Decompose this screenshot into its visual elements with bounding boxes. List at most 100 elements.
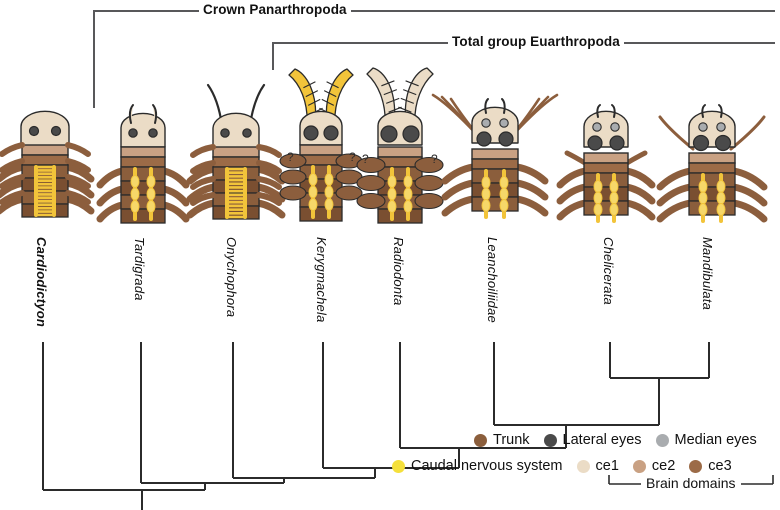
- appendage-seta-2: [307, 98, 321, 106]
- leg-left-3: [96, 201, 126, 223]
- flap-right-2: [414, 192, 444, 210]
- lobopod-left-3: [190, 192, 216, 206]
- legend-swatch-ce3-icon: [689, 459, 703, 473]
- lobopod-left-0: [0, 142, 25, 157]
- nerve-ganglion-right-3: [609, 203, 619, 216]
- lateral-eye-right: [50, 125, 62, 137]
- lobopod-right-3: [256, 192, 282, 206]
- legend-label-median-eyes: Median eyes: [674, 432, 757, 448]
- leg-right-3: [513, 195, 549, 217]
- unknown-appendage-left: ?: [287, 150, 294, 164]
- nerve-ganglion-right-3: [499, 199, 509, 212]
- flap-left-1: [356, 174, 386, 192]
- nerve-ganglion-left-3: [698, 203, 708, 216]
- nerve-ganglion-left-3: [593, 203, 603, 216]
- lobopod-left-2: [0, 174, 25, 189]
- leg-right-2: [160, 185, 190, 207]
- clade-bracket-line-right-crown-panarthropoda: [351, 10, 775, 12]
- leg-left-1: [96, 167, 126, 189]
- nerve-ganglion-left-3: [387, 200, 397, 213]
- trunk-segment-4: [299, 206, 343, 222]
- appendage-seta-2: [321, 98, 335, 106]
- legend-item-caudal-nervous-system: Caudal nervous system: [392, 458, 563, 474]
- lobopod-right-0: [256, 144, 282, 158]
- nerve-ganglion-right-3: [716, 203, 726, 216]
- lobopod-left-0: [190, 144, 216, 158]
- lobopod-left-3: [0, 190, 25, 205]
- lobopod-right-0: [65, 142, 91, 157]
- head: [20, 110, 70, 148]
- cephalic-horn-right: [611, 104, 616, 118]
- legend-item-ce3: ce3: [689, 458, 732, 474]
- legend-swatch-ce2-icon: [632, 459, 646, 473]
- leg-right-3: [730, 199, 768, 223]
- leg-right-1: [63, 163, 95, 183]
- cephalic-horn-left: [701, 104, 706, 118]
- legend-swatch-trunk-icon: [474, 433, 487, 447]
- median-eye-right: [499, 118, 509, 128]
- leg-left-3: [441, 195, 477, 217]
- appendage-spine-2: [400, 97, 414, 104]
- legend-label-caudal-nervous-system: Caudal nervous system: [411, 458, 563, 474]
- leg-right-3: [254, 199, 286, 219]
- appendage-spine-1: [398, 106, 412, 113]
- clade-bracket-tick-total-group-euarthropoda: [272, 42, 274, 70]
- appendage-spine-4: [381, 80, 395, 87]
- leg-right-2: [513, 179, 549, 201]
- leg-left-1: [186, 165, 218, 185]
- clade-bracket-line-left-crown-panarthropoda: [93, 10, 199, 12]
- flap-right-2: [335, 185, 363, 201]
- lateral-eye-left: [28, 125, 40, 137]
- lateral-eye-right: [609, 135, 625, 151]
- head: [120, 112, 166, 148]
- leg-right-3: [623, 199, 656, 221]
- leg-left-2: [656, 183, 694, 207]
- nerve-ganglion-left-3: [308, 198, 318, 211]
- leg-right-2: [63, 179, 95, 199]
- appendage-spine-4: [405, 80, 419, 87]
- appendage-seta-4: [303, 81, 316, 89]
- animal-figure-mandibulata: [655, 104, 769, 225]
- nerve-ganglion-left-3: [481, 199, 491, 212]
- cephalic-horn-right: [152, 104, 158, 124]
- legend-label-ce2: ce2: [651, 458, 676, 474]
- leg-left-3: [0, 195, 27, 215]
- trunk-segment-4: [120, 208, 166, 224]
- lobopod-left-1: [190, 160, 216, 174]
- lobopod-left-1: [0, 158, 25, 173]
- animal-figure-tardigrada: [96, 104, 190, 224]
- cephalic-horn-left: [484, 98, 489, 114]
- legend-item-trunk: Trunk: [474, 432, 530, 448]
- lobopod-right-3: [65, 190, 91, 205]
- animal-figure-onychophora: [186, 83, 286, 220]
- leg-left-3: [186, 199, 218, 219]
- median-eye-left: [698, 122, 708, 132]
- legend-label-ce3: ce3: [708, 458, 732, 474]
- appendage-seta-3: [323, 90, 337, 98]
- legend-label-ce1: ce1: [595, 458, 619, 474]
- lobopod-right-2: [256, 176, 282, 190]
- lateral-eye-left: [476, 131, 492, 147]
- leg-right-2: [730, 183, 768, 207]
- legend-item-lateral-eyes: Lateral eyes: [543, 432, 642, 448]
- flap-left-2: [279, 185, 307, 201]
- median-eye-left: [481, 118, 491, 128]
- clade-label-total-group-euarthropoda: Total group Euarthropoda: [452, 34, 620, 49]
- lateral-eye-left: [220, 128, 230, 138]
- leg-right-3: [160, 201, 190, 223]
- lobopod-left-2: [190, 176, 216, 190]
- lateral-eye-right: [323, 125, 339, 141]
- cephalic-horn-right: [718, 104, 723, 118]
- lateral-eye-left: [692, 134, 710, 152]
- animal-figure-cardiodictyon: [0, 105, 95, 220]
- appendage-seta-3: [305, 90, 319, 98]
- leg-left-1: [441, 163, 477, 185]
- flap-left-0: [279, 153, 307, 169]
- clade-bracket-line-right-total-group-euarthropoda: [624, 42, 775, 44]
- leg-left-2: [0, 179, 27, 199]
- legend-item-ce1: ce1: [576, 458, 619, 474]
- leg-left-1: [0, 163, 27, 183]
- flap-left-2: [356, 192, 386, 210]
